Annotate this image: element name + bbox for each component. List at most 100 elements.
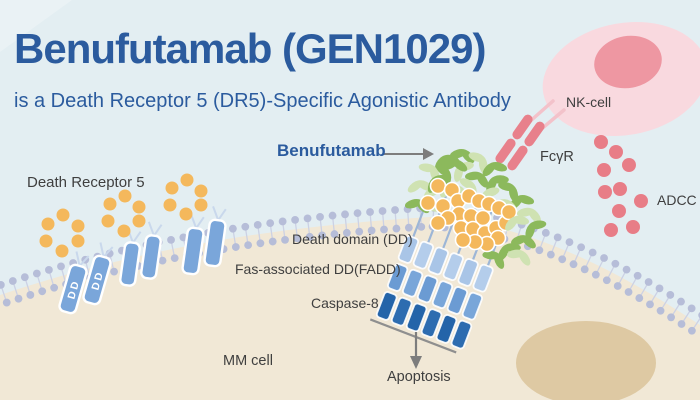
- ligand-dot: [39, 234, 53, 248]
- ligand-dot: [132, 200, 146, 214]
- fc-gamma-r-label: FcγR: [540, 149, 574, 165]
- clustered-ligand-dot: [429, 214, 447, 232]
- receptor-branch: [153, 224, 163, 237]
- antibody-leaf: [529, 220, 547, 230]
- lipid-tail: [629, 278, 637, 290]
- ligand-dot: [163, 198, 177, 212]
- lipid-head-outer: [341, 210, 349, 219]
- lipid-head-inner: [591, 270, 600, 279]
- lipid-tail: [574, 249, 581, 262]
- lipid-tail: [661, 297, 670, 309]
- adcc-granule: [613, 182, 627, 196]
- fadd-unit: [461, 291, 483, 321]
- receptor-stalk: [181, 226, 205, 276]
- lipid-head-outer: [316, 213, 324, 221]
- lipid-head-inner: [355, 227, 364, 236]
- lipid-tail: [269, 226, 273, 239]
- death-domain-unit: [442, 252, 464, 282]
- lipid-head-outer: [622, 265, 631, 274]
- lipid-tail: [394, 213, 397, 226]
- lipid-tail: [49, 272, 54, 285]
- adcc-dots: [594, 135, 648, 237]
- caspase-8-unit: [420, 308, 443, 338]
- lipid-head-outer: [378, 207, 387, 215]
- receptor-stalk: [58, 263, 88, 315]
- receptor-branch: [217, 208, 227, 221]
- receptor-branch: [195, 216, 205, 229]
- lipid-head-outer: [633, 271, 642, 280]
- lipid-tail: [682, 310, 691, 322]
- lipid-head-inner: [305, 232, 314, 241]
- lipid-tail: [596, 260, 604, 273]
- lipid-head-outer: [666, 291, 675, 299]
- lipid-head-outer: [588, 248, 597, 257]
- lipid-head-outer: [366, 208, 374, 216]
- fadd-unit: [401, 268, 424, 298]
- lipid-head-outer: [57, 262, 65, 271]
- lipid-head-outer: [328, 211, 337, 220]
- lipid-head-inner: [318, 231, 326, 240]
- lipid-tail: [294, 223, 298, 236]
- ligand-dot: [71, 234, 85, 248]
- receptor-stalk: [119, 241, 141, 287]
- lipid-head-outer: [241, 222, 250, 231]
- benufutamab-antibody-cluster: [404, 148, 547, 269]
- lipid-head-inner: [404, 223, 413, 232]
- adcc-granule: [622, 158, 636, 172]
- antibody-leaf: [517, 194, 535, 205]
- mm-cell-label: MM cell: [223, 353, 273, 369]
- lipid-tail: [585, 255, 592, 267]
- lipid-head-inner: [602, 276, 611, 285]
- ligand-dot: [71, 219, 85, 233]
- antibody-leaf: [452, 159, 468, 172]
- lipid-head-inner: [580, 265, 589, 274]
- lipid-head-inner: [417, 222, 426, 231]
- lipid-head-inner: [293, 234, 302, 243]
- caspase-8-unit: [390, 296, 413, 327]
- lipid-head-inner: [281, 235, 289, 244]
- receptor-branch: [102, 246, 114, 258]
- lipid-head-outer: [541, 228, 550, 237]
- lipid-tail: [357, 216, 360, 229]
- antibody-leaf: [512, 215, 530, 225]
- lipid-tail: [171, 242, 175, 255]
- lipid-head-inner: [268, 237, 277, 246]
- death-domain-label: Death domain (DD): [292, 231, 413, 247]
- antibody-leaf: [476, 172, 489, 188]
- ligand-dot: [101, 214, 115, 228]
- lipid-head-inner: [231, 243, 240, 251]
- lipid-head-outer: [565, 238, 574, 247]
- receptor-dd-text: DD: [65, 278, 82, 301]
- lipid-head-outer: [8, 277, 17, 285]
- lipid-tail: [640, 284, 648, 296]
- adcc-granule: [634, 194, 648, 208]
- lipid-tail: [232, 231, 236, 244]
- lipid-tail: [618, 272, 626, 284]
- lipid-head-outer: [391, 206, 399, 214]
- lipid-head-outer: [600, 254, 608, 262]
- ligand-dot: [56, 208, 70, 222]
- lipid-head-inner: [535, 246, 544, 255]
- caspase-8-unit: [435, 314, 458, 344]
- lipid-head-outer: [278, 217, 287, 226]
- lipid-head-inner: [635, 294, 644, 302]
- receptor-branch: [147, 221, 155, 237]
- death-domain-unit: [472, 263, 494, 293]
- antibody-leaf: [461, 149, 475, 164]
- lipid-head-outer: [32, 269, 41, 278]
- page-title: Benufutamab (GEN1029): [14, 25, 486, 72]
- lipid-tail: [407, 212, 410, 225]
- lipid-head-inner: [613, 282, 622, 290]
- adcc-granule: [597, 163, 611, 177]
- dr5-receptor: [119, 228, 142, 287]
- benufutamab-arrowhead-icon: [423, 148, 434, 160]
- fadd-unit: [431, 280, 454, 310]
- lipid-head-inner: [170, 254, 179, 262]
- lipid-head-inner: [330, 230, 339, 238]
- antibody-leaf: [490, 161, 508, 172]
- receptor-branch: [190, 214, 198, 229]
- lipid-tail: [344, 217, 348, 230]
- fc-gamma-receptor-segment: [524, 121, 545, 147]
- receptor-branch: [78, 255, 90, 267]
